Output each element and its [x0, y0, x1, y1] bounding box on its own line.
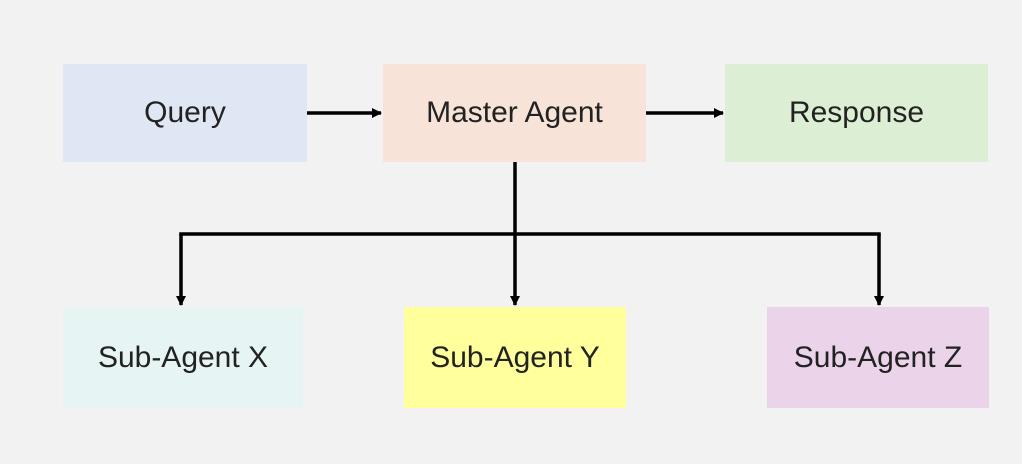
master-agent-node: Master Agent [383, 64, 646, 162]
sub-agent-z-node: Sub-Agent Z [767, 307, 989, 408]
response-node: Response [725, 64, 988, 162]
sub-agent-y-node: Sub-Agent Y [404, 307, 626, 408]
query-node: Query [63, 64, 307, 162]
sub-agent-x-node: Sub-Agent X [63, 307, 303, 408]
